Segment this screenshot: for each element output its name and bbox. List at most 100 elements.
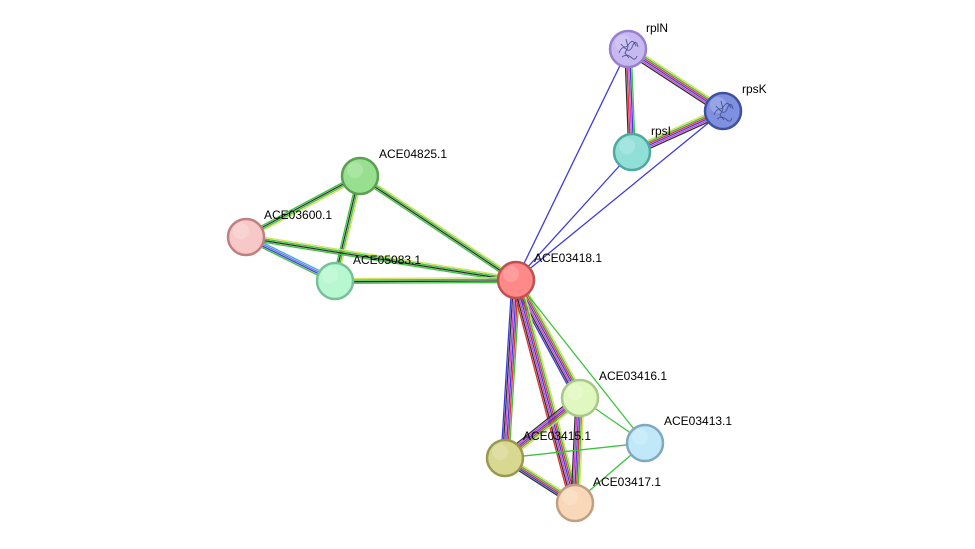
node-highlight xyxy=(566,383,584,401)
node-ACE03417.1[interactable] xyxy=(555,483,595,523)
node-highlight xyxy=(709,96,727,114)
protein-ribbon xyxy=(620,40,637,48)
node-circle[interactable] xyxy=(555,483,595,523)
edge-evidence-line xyxy=(519,277,585,397)
node-circle[interactable] xyxy=(226,217,266,257)
protein-ribbon xyxy=(621,54,638,60)
node-highlight xyxy=(631,428,649,446)
edge-ACE03600.1-ACE03418.1[interactable] xyxy=(245,233,517,284)
edge-ACE04825.1-ACE03600.1[interactable] xyxy=(244,173,362,240)
edge-evidence-line xyxy=(334,278,516,281)
edge-evidence-line xyxy=(515,279,646,444)
edge-ACE03418.1-ACE03413.1[interactable] xyxy=(515,279,646,444)
node-circle[interactable] xyxy=(703,91,743,131)
edge-evidence-line xyxy=(501,279,515,458)
node-highlight xyxy=(346,161,364,179)
node-label-ACE03417.1: ACE03417.1 xyxy=(593,475,661,489)
edge-ACE03418.1-ACE03417.1[interactable] xyxy=(510,278,581,505)
edge-ACE03418.1-ACE03416.1[interactable] xyxy=(511,277,585,401)
node-ACE03418.1[interactable] xyxy=(496,260,536,300)
edge-evidence-line xyxy=(518,278,584,397)
node-label-ACE03416.1: ACE03416.1 xyxy=(599,369,667,383)
edge-evidence-line xyxy=(335,281,517,285)
edge-evidence-line xyxy=(246,233,517,279)
edge-evidence-line xyxy=(245,238,516,284)
node-label-ACE03418.1: ACE03418.1 xyxy=(534,251,602,265)
edge-ACE03418.1-rpsK[interactable] xyxy=(515,110,724,281)
protein-ribbon xyxy=(719,100,725,121)
edge-evidence-line xyxy=(625,51,722,115)
node-circle[interactable] xyxy=(608,29,648,69)
edge-ACE03418.1-ACE03415.1[interactable] xyxy=(500,279,521,459)
protein-structure-icon xyxy=(713,100,734,122)
node-ACE03600.1[interactable] xyxy=(226,217,266,257)
edge-evidence-line xyxy=(334,276,516,280)
labels-layer: rplNrpsKrpsIACE04825.1ACE03600.1ACE05083… xyxy=(264,21,767,489)
node-circle[interactable] xyxy=(496,260,536,300)
edge-evidence-line xyxy=(515,48,629,281)
node-circle[interactable] xyxy=(612,132,652,172)
node-highlight xyxy=(614,34,632,52)
edge-evidence-line xyxy=(515,151,633,281)
node-ACE03415.1[interactable] xyxy=(485,438,525,478)
edge-evidence-line xyxy=(245,237,516,282)
nodes-layer xyxy=(226,29,743,523)
node-ACE04825.1[interactable] xyxy=(340,156,380,196)
node-ACE03416.1[interactable] xyxy=(560,378,600,418)
edge-evidence-line xyxy=(508,280,521,459)
node-circle[interactable] xyxy=(560,378,600,418)
edge-evidence-line xyxy=(246,235,517,280)
node-ACE03413.1[interactable] xyxy=(625,423,665,463)
edge-evidence-line xyxy=(359,176,516,282)
protein-ribbon xyxy=(713,103,734,116)
edge-evidence-line xyxy=(360,173,518,279)
node-label-rpsI: rpsI xyxy=(651,124,671,138)
edge-evidence-line xyxy=(244,173,360,236)
node-label-ACE03415.1: ACE03415.1 xyxy=(523,429,591,443)
node-ACE05083.1[interactable] xyxy=(315,261,355,301)
edge-evidence-line xyxy=(515,279,576,504)
edge-evidence-line xyxy=(505,280,518,459)
node-label-rpsK: rpsK xyxy=(742,82,767,96)
node-label-ACE05083.1: ACE05083.1 xyxy=(353,253,421,267)
edge-evidence-line xyxy=(513,280,575,504)
node-rpsI[interactable] xyxy=(612,132,652,172)
edge-ACE03418.1-rplN[interactable] xyxy=(515,48,629,281)
edge-evidence-line xyxy=(358,177,516,283)
node-label-rplN: rplN xyxy=(646,21,668,35)
node-label-ACE03413.1: ACE03413.1 xyxy=(664,414,732,428)
edge-ACE03418.1-rpsI[interactable] xyxy=(515,151,633,281)
edge-evidence-line xyxy=(516,279,578,503)
edge-evidence-line xyxy=(504,442,646,459)
edge-evidence-line xyxy=(503,279,516,458)
node-highlight xyxy=(321,266,339,284)
edge-ACE05083.1-ACE03418.1[interactable] xyxy=(334,276,517,285)
edge-evidence-line xyxy=(360,174,517,280)
edge-evidence-line xyxy=(512,280,573,504)
edge-evidence-line xyxy=(520,278,581,502)
protein-ribbon xyxy=(624,38,630,59)
node-highlight xyxy=(491,443,509,461)
edge-evidence-line xyxy=(246,177,362,240)
node-circle[interactable] xyxy=(625,423,665,463)
node-label-ACE03600.1: ACE03600.1 xyxy=(264,208,332,222)
edge-evidence-line xyxy=(245,174,360,237)
node-rpsK[interactable] xyxy=(703,91,743,131)
node-circle[interactable] xyxy=(315,261,355,301)
node-highlight xyxy=(618,137,636,155)
node-highlight xyxy=(502,265,520,283)
node-circle[interactable] xyxy=(485,438,525,478)
edge-ACE03415.1-ACE03413.1[interactable] xyxy=(504,442,646,459)
node-highlight xyxy=(561,488,579,506)
protein-ribbon xyxy=(716,116,733,122)
node-circle[interactable] xyxy=(340,156,380,196)
protein-ribbon xyxy=(715,102,732,110)
edge-evidence-line xyxy=(510,281,571,505)
edge-evidence-line xyxy=(518,279,579,503)
edge-evidence-line xyxy=(629,45,726,109)
node-rplN[interactable] xyxy=(608,29,648,69)
edge-evidence-line xyxy=(335,280,517,283)
edge-evidence-line xyxy=(516,278,582,398)
edge-ACE04825.1-ACE03418.1[interactable] xyxy=(358,173,518,283)
edge-evidence-line xyxy=(506,280,520,459)
